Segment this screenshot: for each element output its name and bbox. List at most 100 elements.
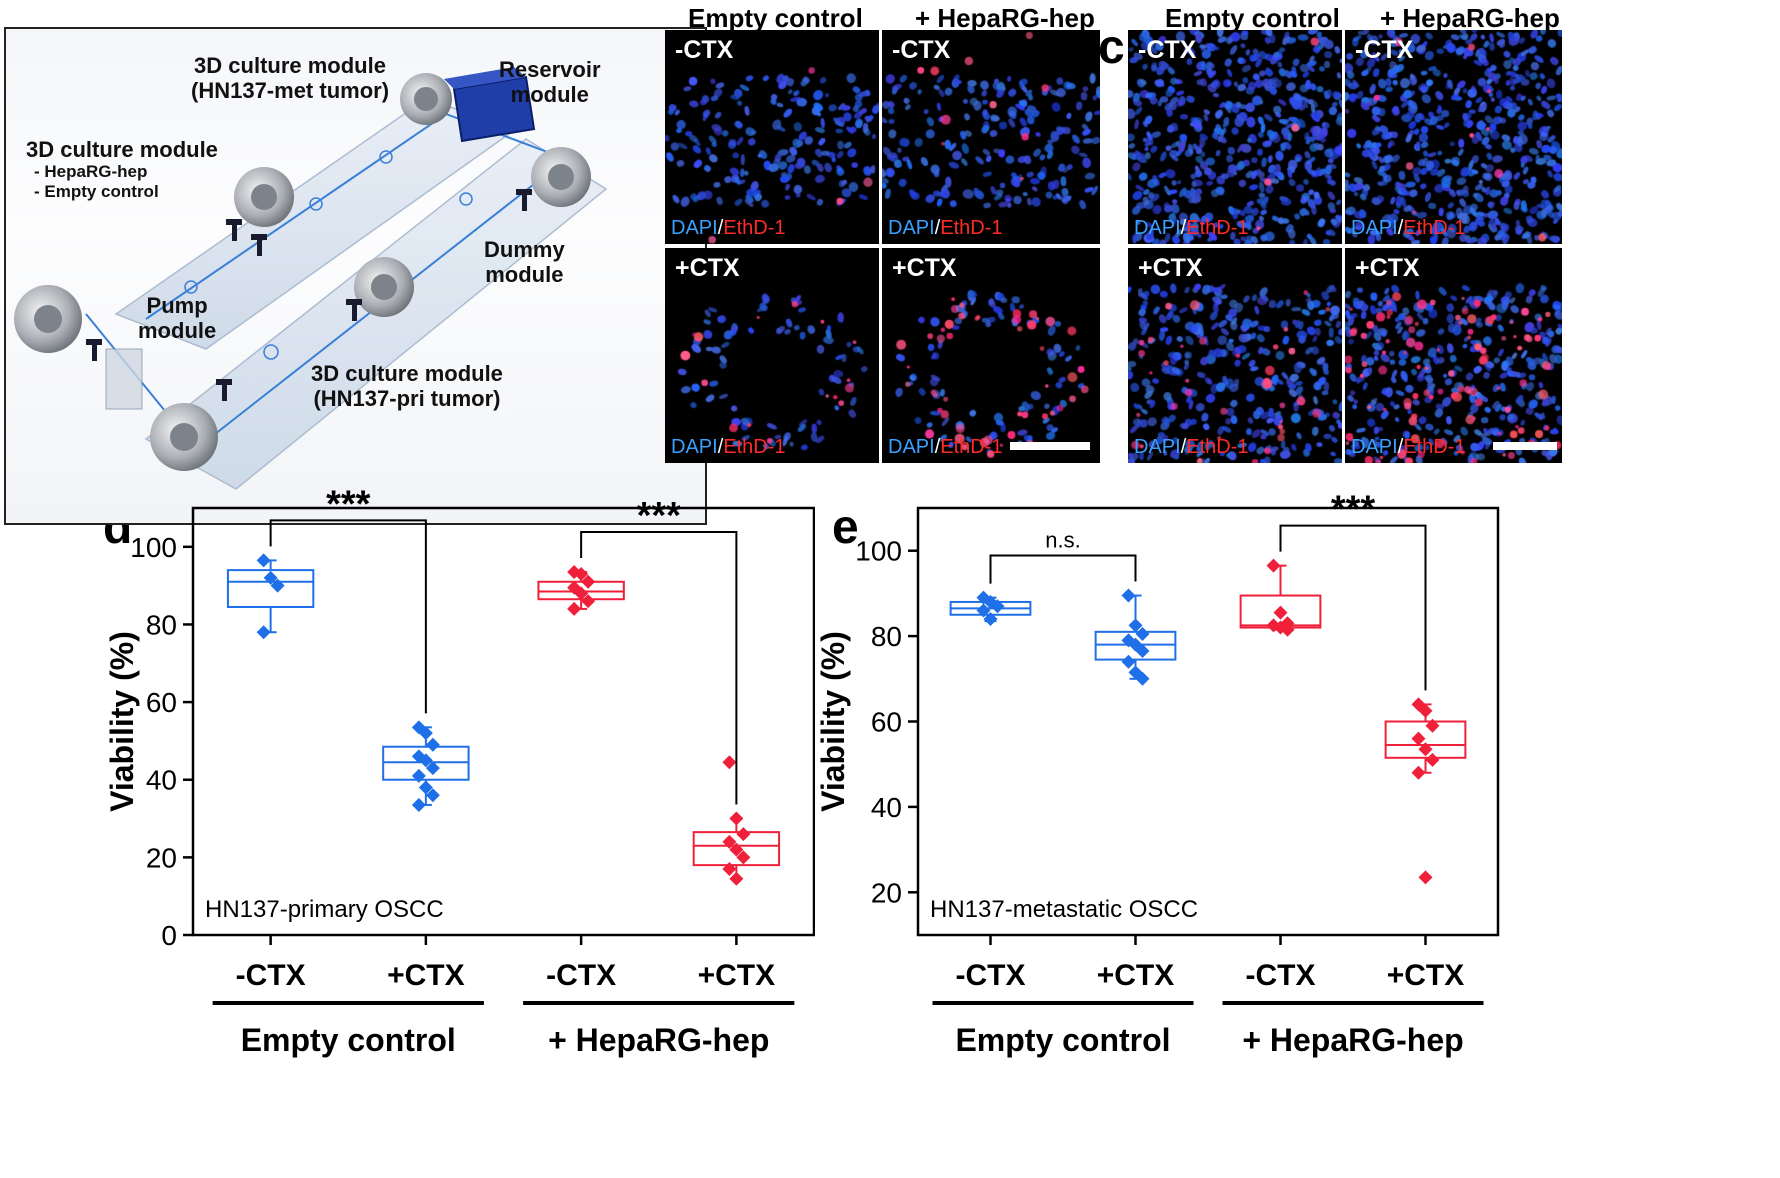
micrograph-b-empty-plus: +CTX DAPI/EthD-1 — [665, 248, 879, 463]
y-axis-label: Viability (%) — [820, 631, 851, 812]
data-point — [1135, 626, 1150, 641]
data-point — [1128, 665, 1143, 680]
data-point — [418, 753, 433, 768]
data-point — [418, 726, 433, 741]
micrograph-b-hepa-minus: -CTX DAPI/EthD-1 — [882, 30, 1100, 244]
data-point — [581, 574, 596, 589]
micrograph-c-hepa-minus: -CTX DAPI/EthD-1 — [1345, 30, 1562, 244]
label-culture-pri: 3D culture module (HN137-pri tumor) — [311, 361, 503, 412]
x-tick-label: +CTX — [387, 959, 465, 992]
data-point — [1266, 558, 1281, 573]
data-point — [722, 834, 737, 849]
data-point — [270, 578, 285, 593]
data-point — [722, 862, 737, 877]
row-label: +CTX — [675, 254, 740, 282]
y-tick-label: 60 — [146, 687, 177, 718]
c-col-header-hepa: + HepaRG-hep — [1380, 3, 1560, 33]
x-tick-label: +CTX — [698, 959, 776, 992]
row-label: -CTX — [892, 36, 951, 64]
data-point — [990, 599, 1005, 614]
scale-bar — [1010, 442, 1090, 450]
y-tick-label: 80 — [871, 621, 902, 652]
data-point — [411, 768, 426, 783]
y-tick-label: 60 — [871, 707, 902, 738]
data-point — [1135, 671, 1150, 686]
micrograph-b-empty-minus: -CTX DAPI/EthD-1 — [665, 30, 879, 244]
x-tick-label: +CTX — [1387, 959, 1465, 992]
micrograph-b-hepa-plus: +CTX DAPI/EthD-1 — [882, 248, 1100, 463]
row-label: -CTX — [1355, 36, 1414, 64]
y-tick-label: 20 — [871, 877, 902, 908]
data-point — [256, 553, 271, 568]
x-tick-label: +CTX — [1097, 959, 1175, 992]
significance-bracket — [580, 531, 738, 805]
row-label: +CTX — [1355, 254, 1420, 282]
data-point — [1418, 870, 1433, 885]
significance-label: *** — [1331, 490, 1376, 531]
data-point — [418, 780, 433, 795]
data-point — [425, 761, 440, 776]
data-point — [736, 850, 751, 865]
scale-bar — [1493, 442, 1557, 450]
x-tick-label: -CTX — [1246, 959, 1316, 992]
data-point — [1280, 622, 1295, 637]
significance-label: n.s. — [1045, 528, 1080, 553]
data-point — [729, 871, 744, 886]
stain-legend: DAPI/EthD-1 — [1134, 436, 1249, 458]
data-point — [1425, 752, 1440, 767]
data-point — [574, 566, 589, 581]
data-point — [256, 625, 271, 640]
stain-legend: DAPI/EthD-1 — [671, 436, 786, 458]
x-tick-label: -CTX — [956, 959, 1026, 992]
data-point — [1135, 644, 1150, 659]
box — [1384, 720, 1467, 759]
data-point — [1121, 588, 1136, 603]
data-point — [263, 570, 278, 585]
data-point — [1411, 731, 1426, 746]
data-point — [574, 586, 589, 601]
stain-legend: DAPI/EthD-1 — [1134, 217, 1249, 239]
y-tick-label: 40 — [146, 765, 177, 796]
y-axis-label: Viability (%) — [104, 631, 140, 812]
micrograph-c-empty-minus: -CTX DAPI/EthD-1 — [1128, 30, 1342, 244]
micrograph-c-hepa-plus: +CTX DAPI/EthD-1 — [1345, 248, 1562, 463]
data-point — [1273, 605, 1288, 620]
y-tick-label: 100 — [130, 532, 177, 563]
data-point — [722, 755, 737, 770]
x-tick-label: -CTX — [236, 959, 306, 992]
data-point — [581, 594, 596, 609]
y-tick-label: 80 — [146, 609, 177, 640]
stain-legend: DAPI/EthD-1 — [1351, 436, 1466, 458]
row-label: -CTX — [1138, 36, 1197, 64]
plot-frame — [191, 506, 815, 937]
significance-bracket — [1279, 524, 1427, 691]
stain-legend: DAPI/EthD-1 — [1351, 217, 1466, 239]
data-point — [1418, 703, 1433, 718]
device-drawing — [14, 67, 608, 490]
label-pump: Pump module — [138, 293, 217, 344]
significance-label: *** — [637, 495, 682, 537]
data-point — [729, 811, 744, 826]
row-label: -CTX — [675, 36, 734, 64]
data-point — [1425, 718, 1440, 733]
y-tick-label: 100 — [855, 536, 902, 567]
label-culture-met: 3D culture module (HN137-met tumor) — [191, 53, 390, 104]
y-tick-label: 20 — [146, 842, 177, 873]
device-schematic: 3D culture module (HN137-met tumor) Rese… — [4, 27, 707, 525]
x-tick-label: -CTX — [546, 959, 616, 992]
stain-legend: DAPI/EthD-1 — [671, 217, 786, 239]
row-label: +CTX — [892, 254, 957, 282]
box — [226, 569, 315, 608]
b-col-header-empty: Empty control — [688, 3, 863, 33]
data-point — [567, 601, 582, 616]
y-tick-label: 40 — [871, 792, 902, 823]
row-label: +CTX — [1138, 254, 1203, 282]
y-tick-label: 0 — [161, 920, 177, 951]
box — [692, 831, 781, 867]
data-point — [411, 720, 426, 735]
group-label: Empty control — [955, 1022, 1170, 1058]
group-label: + HepaRG-hep — [548, 1022, 769, 1058]
data-point — [411, 797, 426, 812]
